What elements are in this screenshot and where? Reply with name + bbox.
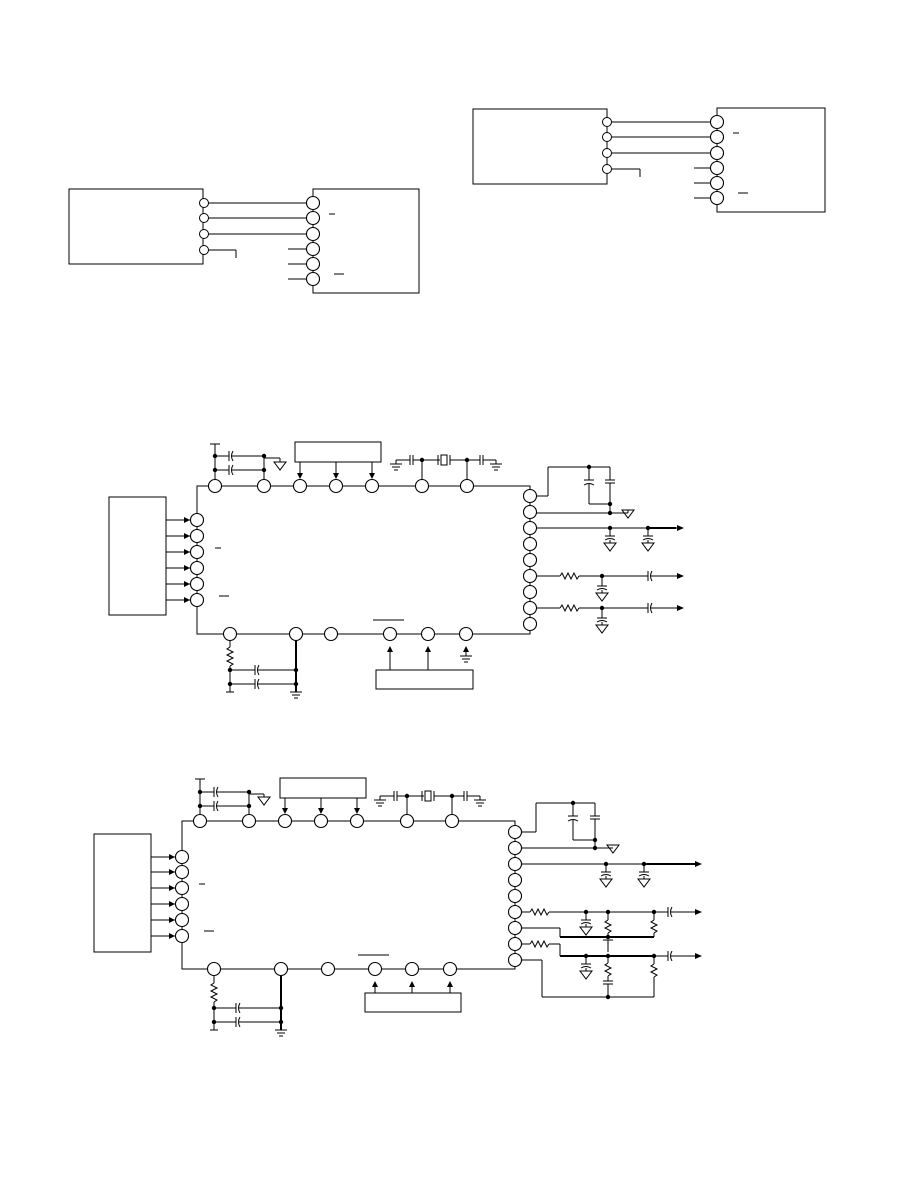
right-network	[522, 800, 702, 1000]
bottom-network	[225, 619, 474, 699]
crystal-oscillator	[374, 790, 486, 821]
connection-wires	[612, 121, 748, 199]
chip-body	[181, 820, 516, 970]
controller-block	[93, 833, 152, 953]
supply-decoupling	[195, 778, 271, 821]
bottom-pins	[206, 961, 458, 977]
device-pins	[305, 195, 321, 287]
interface-diagram-right	[472, 107, 826, 213]
crystal-oscillator	[390, 454, 502, 486]
controller-block	[108, 496, 167, 616]
supply-decoupling	[210, 443, 287, 486]
left-pins	[174, 849, 190, 944]
bottom-network	[209, 954, 462, 1037]
control-bus-top	[294, 441, 382, 479]
input-arrows	[151, 854, 214, 939]
controller-block	[472, 108, 608, 185]
right-pins	[522, 488, 538, 632]
top-pins	[192, 813, 460, 829]
controller-pins	[199, 198, 209, 255]
right-network	[537, 464, 684, 634]
device-block	[312, 188, 420, 294]
bottom-pins	[222, 626, 474, 642]
controller-block	[68, 188, 204, 265]
top-pins	[207, 478, 475, 494]
interface-diagram-left	[68, 188, 420, 294]
input-arrows	[166, 517, 229, 603]
application-circuit-2	[93, 777, 702, 1037]
chip-body	[196, 485, 531, 635]
device-pins	[709, 114, 725, 206]
control-bus-top	[279, 777, 367, 814]
connection-wires	[208, 202, 344, 280]
left-pins	[189, 512, 205, 608]
right-pins	[507, 824, 523, 968]
application-circuit-1	[108, 441, 684, 699]
controller-pins	[602, 117, 612, 174]
device-block	[716, 107, 826, 213]
